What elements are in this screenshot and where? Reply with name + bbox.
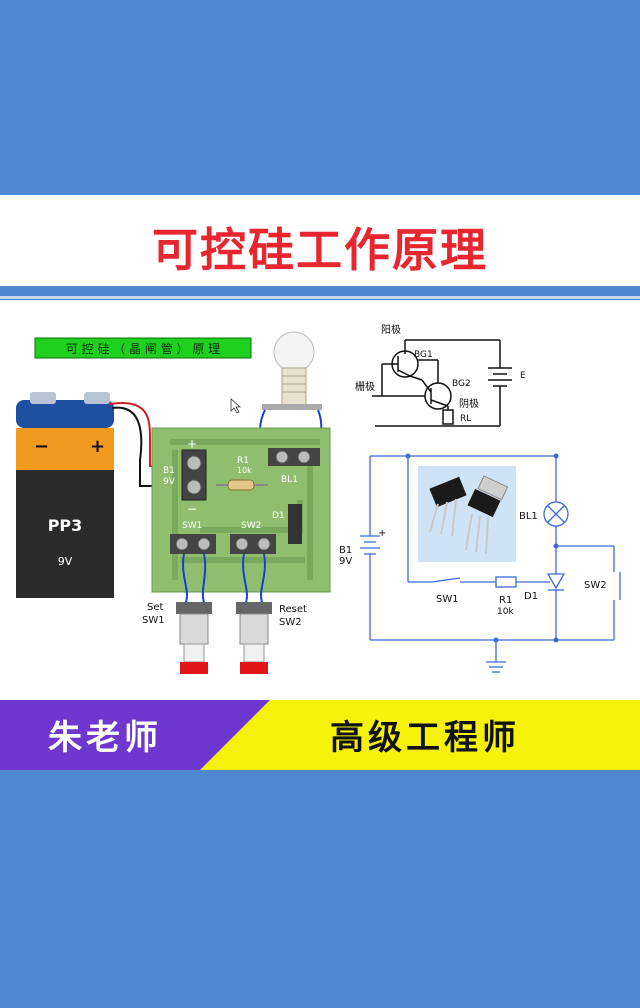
set-sw-label: SW1 [142, 615, 165, 626]
bulb [262, 331, 322, 410]
title-band [0, 195, 640, 290]
battery: − + PP3 9V [16, 392, 114, 598]
battery-minus: − [34, 436, 49, 457]
presenter-banner: 朱老师 高级工程师 [0, 700, 640, 770]
battery-plus: + [90, 436, 105, 457]
eq-anode: 阳极 [381, 323, 401, 336]
pcb-sw1: SW1 [182, 521, 202, 531]
divider [0, 296, 640, 299]
top-blue-band [0, 0, 640, 195]
label-tag [34, 337, 252, 359]
pcb-b1: B1 [163, 466, 175, 476]
pcb-r1v: 10k [237, 466, 252, 475]
pcb-sw2: SW2 [241, 521, 261, 531]
pcb-board: + − B1 9V R1 10k BL1 D1 SW1 SW2 [151, 427, 331, 593]
reset-sw-label: SW2 [279, 617, 302, 628]
scr-photo [418, 466, 516, 562]
pcb-plus: + [187, 437, 197, 451]
circuit-diagram: 可 控 硅 （ 晶 闸 管 ） 原 理 − + PP3 9V [0, 300, 640, 700]
sch-r1v: 10k [497, 607, 514, 617]
set-button [176, 602, 212, 674]
sch-r1: R1 [499, 595, 512, 606]
circuit-svg: 可 控 硅 （ 晶 闸 管 ） 原 理 − + PP3 9V [16, 323, 621, 674]
banner-right [200, 700, 640, 770]
page-title: 可控硅工作原理 [152, 223, 488, 277]
set-label: Set [147, 602, 164, 613]
sch-b1: B1 [339, 545, 352, 556]
label-tag-text: 可 控 硅 （ 晶 闸 管 ） 原 理 [66, 341, 220, 356]
pcb-r1: R1 [237, 456, 249, 466]
sch-sw2: SW2 [584, 580, 607, 591]
eq-bg2: BG2 [452, 379, 471, 389]
eq-e: E [520, 371, 526, 381]
sch-d1: D1 [524, 591, 538, 602]
eq-gate: 栅极 [355, 380, 375, 393]
pcb-d1: D1 [272, 511, 285, 521]
sch-sw1: SW1 [436, 594, 459, 605]
sch-b1v: 9V [339, 556, 352, 567]
equivalent-circuit [372, 339, 512, 427]
battery-voltage: 9V [58, 555, 73, 568]
eq-cathode: 阴极 [459, 397, 479, 410]
cursor-icon [230, 398, 242, 414]
pcb-b1v: 9V [163, 477, 176, 487]
presenter-name: 朱老师 [48, 718, 162, 758]
reset-label: Reset [279, 604, 307, 615]
bottom-blue-band [0, 775, 640, 1008]
reset-button [236, 602, 272, 674]
sch-plus: + [378, 528, 386, 539]
scr-schematic [360, 455, 621, 673]
sch-bl1: BL1 [519, 511, 538, 522]
eq-rl: RL [460, 414, 471, 424]
pcb-bl1: BL1 [281, 475, 298, 485]
presenter-role: 高级工程师 [330, 718, 520, 758]
battery-brand: PP3 [48, 516, 83, 535]
eq-bg1: BG1 [414, 350, 433, 360]
pcb-minus: − [187, 502, 197, 516]
